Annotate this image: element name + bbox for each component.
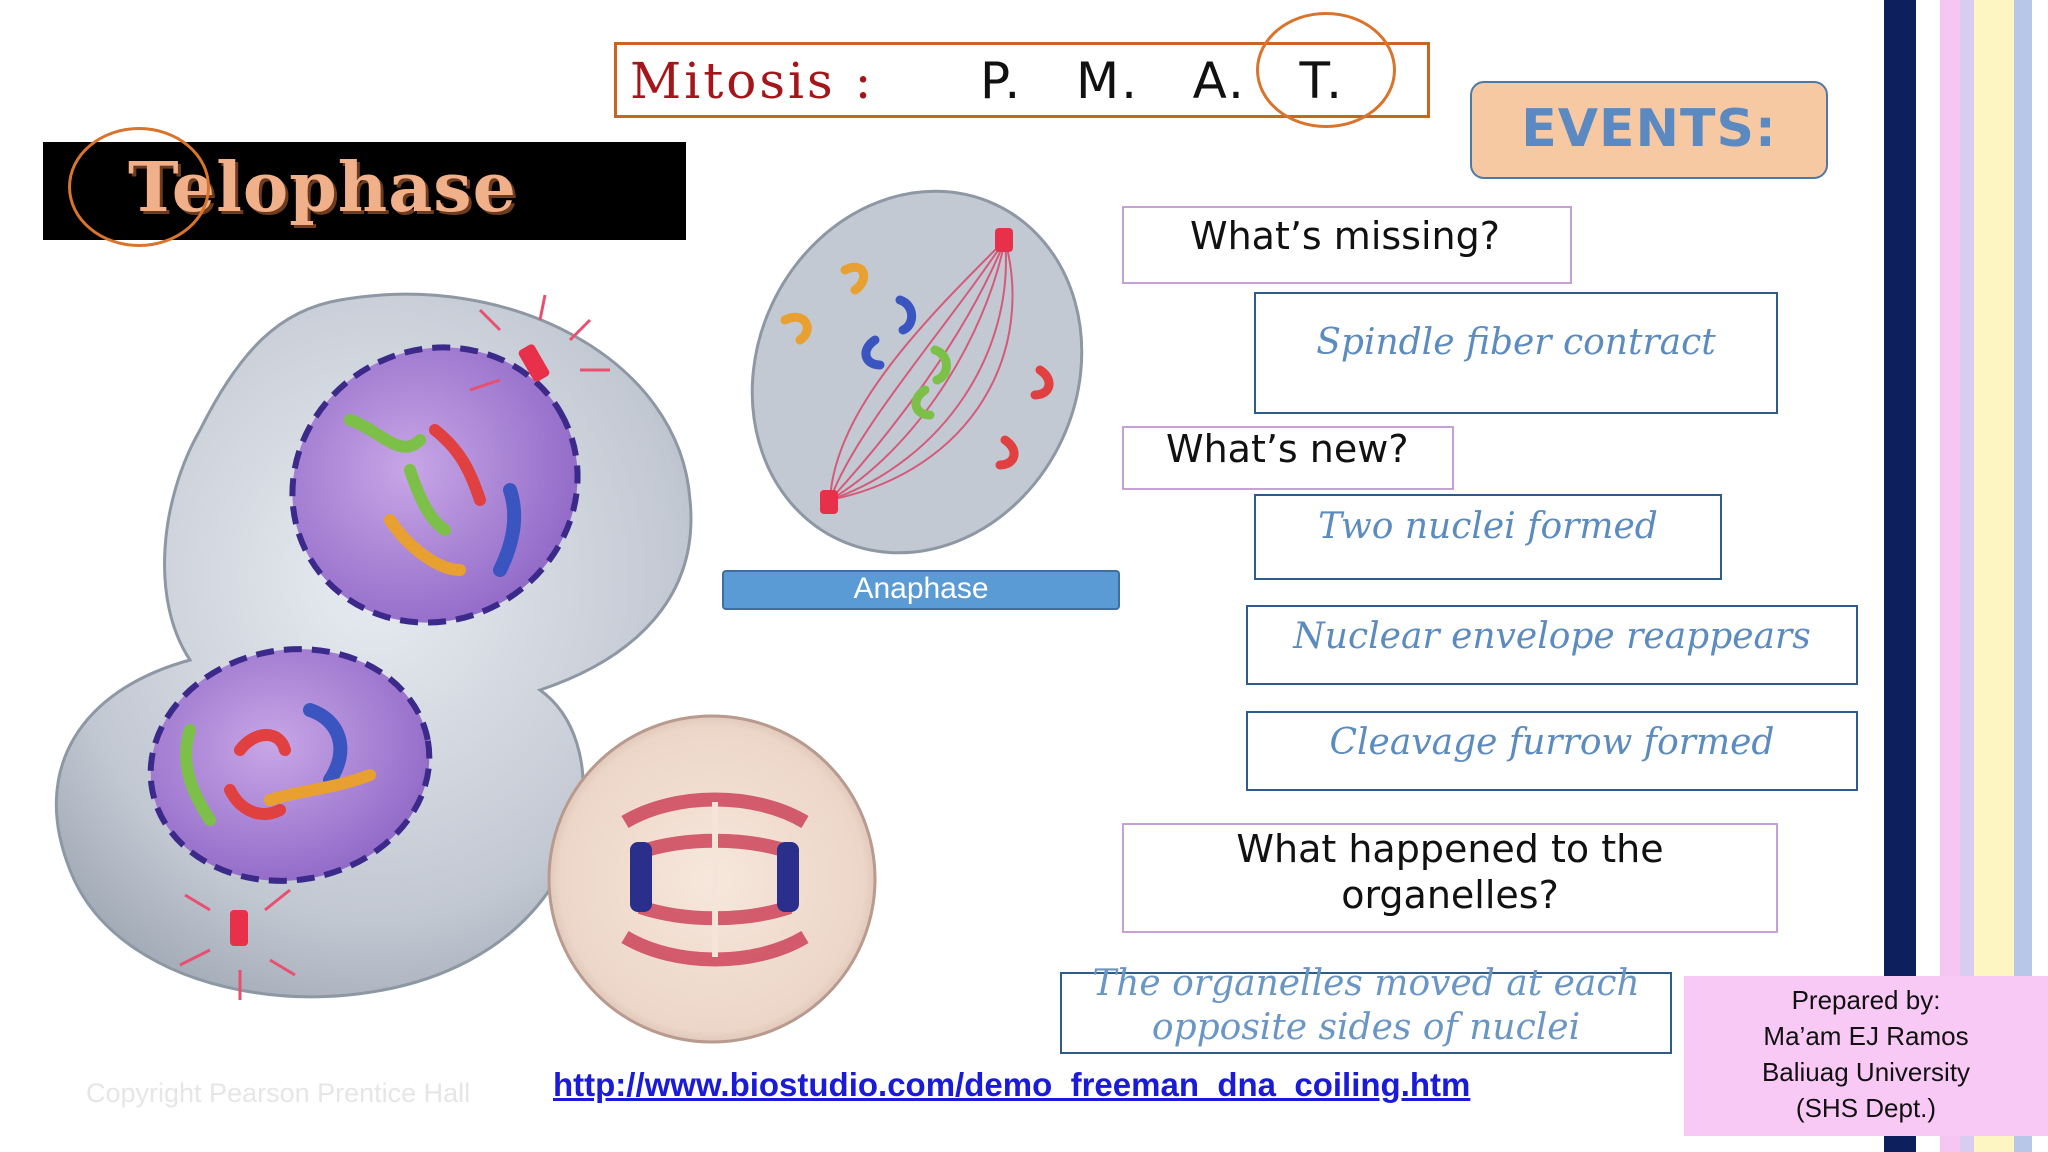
stripe-yellow [1974, 0, 2014, 1152]
prepared-line-3: Baliuag University [1761, 1057, 1971, 1087]
answer-missing: Spindle fiber contract [1316, 322, 1716, 363]
stripe-lavender [2014, 0, 2032, 1152]
stripe-white-edge [2032, 0, 2048, 1152]
stripe-navy [1884, 0, 1916, 1152]
answer-new-2-box [1246, 605, 1858, 685]
question-new: What’s new? [1166, 427, 1409, 471]
answer-missing-box [1254, 292, 1778, 414]
highlight-circle-t [1256, 12, 1396, 128]
telophase-cell-illustration [54, 292, 693, 1000]
anaphase-label-box [722, 570, 1120, 610]
anaphase-label: Anaphase [853, 572, 989, 605]
stripe-white [1916, 0, 1940, 1152]
answer-new-1: Two nuclei formed [1318, 506, 1658, 547]
question-missing-box [1122, 206, 1572, 284]
highlight-circle-t-letter [68, 127, 210, 247]
answer-organelles: The organelles moved at each opposite si… [1092, 963, 1640, 1048]
prepared-line-4: (SHS Dept.) [1795, 1093, 1937, 1123]
question-missing: What’s missing? [1190, 214, 1500, 258]
stripe-pink [1940, 0, 1960, 1152]
title-mitosis: Mitosis : [630, 52, 875, 110]
answer-organelles-box [1060, 972, 1672, 1054]
prepared-by-text: Prepared by: Ma’am EJ Ramos Baliuag Univ… [1684, 982, 2048, 1126]
question-new-box [1122, 426, 1454, 490]
prepared-line-2: Ma’am EJ Ramos [1763, 1021, 1969, 1051]
events-box [1470, 81, 1828, 179]
copyright-text: Copyright Pearson Prentice Hall [86, 1078, 471, 1108]
biostudio-link[interactable]: http://www.biostudio.com/demo_freeman_dn… [553, 1066, 1471, 1103]
answer-new-2: Nuclear envelope reappears [1293, 616, 1811, 657]
answer-new-1-box [1254, 494, 1722, 580]
question-organelles-box [1122, 823, 1778, 933]
prepared-by-box [1684, 976, 2048, 1136]
answer-new-3: Cleavage furrow formed [1329, 722, 1775, 763]
anaphase-cell-illustration [750, 189, 1084, 555]
prepared-line-1: Prepared by: [1791, 985, 1941, 1015]
question-organelles: What happened to the organelles? [1236, 827, 1664, 917]
answer-new-3-box [1246, 711, 1858, 791]
events-heading: EVENTS: [1521, 99, 1777, 159]
title-box [614, 42, 1430, 118]
telophase-micrograph [547, 714, 877, 1044]
stripe-lavender-thin [1960, 0, 1974, 1152]
